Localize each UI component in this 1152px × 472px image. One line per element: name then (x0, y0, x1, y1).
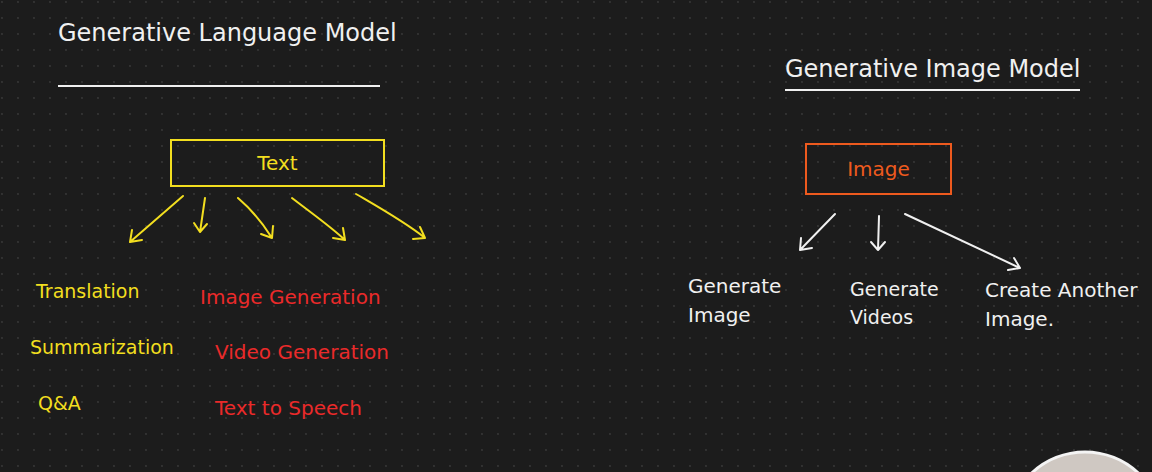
output-label: Video Generation (215, 338, 389, 367)
output-label: Create Another Image. (985, 276, 1145, 334)
fan-arrows (130, 194, 425, 242)
webcam-bubble (1007, 452, 1152, 472)
text-box: Text (170, 139, 385, 187)
heading-underline (58, 85, 380, 87)
box-label: Text (257, 151, 297, 175)
text-box: Image (805, 143, 952, 195)
output-label: Image Generation (200, 283, 381, 312)
output-label: Q&A (38, 390, 81, 418)
box-label: Image (847, 157, 910, 181)
output-label: Translation (36, 278, 140, 306)
output-label: Generate Videos (850, 276, 955, 331)
output-label: Generate Image (688, 272, 798, 330)
output-label: Summarization (30, 334, 174, 362)
heading-underline (785, 89, 1080, 91)
output-label: Text to Speech (215, 394, 362, 423)
section-heading: Generative Image Model (785, 52, 1080, 87)
output-arrows (800, 214, 1020, 270)
section-heading: Generative Language Model (58, 16, 397, 51)
